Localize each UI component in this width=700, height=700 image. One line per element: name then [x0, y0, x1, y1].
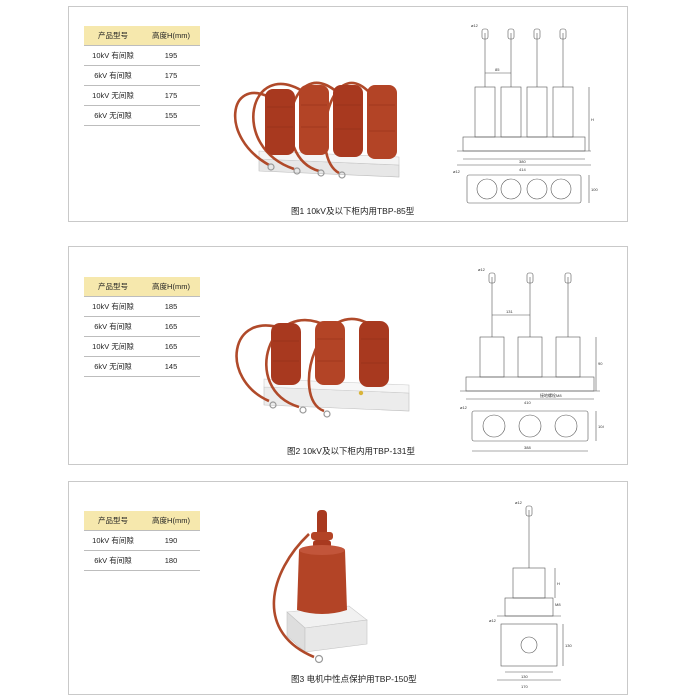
dim-label-plan-diameter: ø12: [460, 405, 468, 410]
dim-label-plan-depth: 100: [591, 187, 598, 192]
ground-bolt-note: 接地螺栓M8: [540, 392, 562, 398]
dim-label-pitch: 131: [506, 309, 513, 314]
column-header-model: 产品型号: [84, 511, 142, 531]
dim-label-base: 410: [524, 400, 531, 405]
table-row: 10kV 有间隙 195: [84, 45, 200, 66]
cell-model: 10kV 无间隙: [84, 85, 142, 106]
dim-label-plan-depth: 130: [565, 643, 572, 648]
table-row: 6kV 无间隙 145: [84, 356, 200, 377]
table-row: 10kV 有间隙 190: [84, 530, 200, 551]
dim-label-height: H: [591, 117, 594, 122]
table-header-row: 产品型号 高度H(mm): [84, 511, 200, 531]
cell-model: 10kV 有间隙: [84, 45, 142, 66]
column-header-model: 产品型号: [84, 26, 142, 46]
dim-label-base-inner: 380: [519, 159, 526, 164]
cell-model: 6kV 有间隙: [84, 65, 142, 86]
cell-height: 185: [142, 296, 200, 317]
cell-model: 6kV 有间隙: [84, 550, 142, 571]
dim-label-diameter: ø12: [478, 267, 486, 272]
table-header-row: 产品型号 高度H(mm): [84, 277, 200, 297]
spec-table: 产品型号 高度H(mm) 10kV 有间隙 195 6kV 有间隙 175 10…: [84, 26, 200, 126]
table-row: 10kV 无间隙 165: [84, 336, 200, 357]
technical-drawing-tbp-150: ø12 H M8 ø12 130 130 170: [489, 500, 572, 689]
table-row: 6kV 有间隙 165: [84, 316, 200, 337]
table-row: 6kV 有间隙 180: [84, 550, 200, 571]
product-panel-tbp-150: 产品型号 高度H(mm) 10kV 有间隙 190 6kV 有间隙 180: [68, 481, 628, 695]
cell-height: 175: [142, 85, 200, 106]
cell-height: 190: [142, 530, 200, 551]
product-panel-tbp-131: 产品型号 高度H(mm) 10kV 有间隙 185 6kV 有间隙 165 10…: [68, 246, 628, 465]
table-row: 10kV 有间隙 185: [84, 296, 200, 317]
dim-label-diameter: ø12: [515, 500, 523, 505]
technical-drawing-tbp-131: ø12 131 90 接地螺栓M8 410 ø12 104 388: [460, 267, 604, 452]
cell-model: 10kV 有间隙: [84, 296, 142, 317]
product-panel-tbp-85: 产品型号 高度H(mm) 10kV 有间隙 195 6kV 有间隙 175 10…: [68, 6, 628, 222]
bolt-note: M8: [555, 602, 561, 607]
dim-label-diameter: ø12: [471, 23, 479, 28]
dim-label-height: H: [557, 581, 560, 586]
cell-model: 6kV 无间隙: [84, 356, 142, 377]
column-header-height: 高度H(mm): [142, 511, 200, 531]
cell-model: 6kV 有间隙: [84, 316, 142, 337]
dim-label-pitch: 85: [495, 67, 500, 72]
figure-caption: 图3 电机中性点保护用TBP-150型: [291, 674, 417, 684]
cell-height: 165: [142, 316, 200, 337]
column-header-height: 高度H(mm): [142, 277, 200, 297]
figure-caption: 图2 10kV及以下柜内用TBP-131型: [287, 446, 416, 456]
table-row: 6kV 有间隙 175: [84, 65, 200, 86]
cell-model: 10kV 无间隙: [84, 336, 142, 357]
dim-label-plan-outer-width: 170: [521, 684, 528, 689]
spec-table: 产品型号 高度H(mm) 10kV 有间隙 190 6kV 有间隙 180: [84, 511, 200, 571]
spec-table: 产品型号 高度H(mm) 10kV 有间隙 185 6kV 有间隙 165 10…: [84, 277, 200, 377]
dim-label-height: 90: [598, 361, 603, 366]
dim-label-plan-diameter: ø12: [453, 169, 461, 174]
cell-height: 175: [142, 65, 200, 86]
dim-label-base-outer: 414: [519, 167, 526, 172]
product-photo-tbp-131: [235, 317, 410, 418]
table-row: 6kV 无间隙 155: [84, 105, 200, 126]
column-header-model: 产品型号: [84, 277, 142, 297]
cell-height: 180: [142, 550, 200, 571]
cell-height: 145: [142, 356, 200, 377]
column-header-height: 高度H(mm): [142, 26, 200, 46]
table-row: 10kV 无间隙 175: [84, 85, 200, 106]
dim-label-plan-inner-width: 130: [521, 674, 528, 679]
cell-model: 6kV 无间隙: [84, 105, 142, 126]
cell-height: 195: [142, 45, 200, 66]
cell-height: 165: [142, 336, 200, 357]
cell-height: 155: [142, 105, 200, 126]
dim-label-plan-depth: 104: [598, 424, 604, 429]
product-photo-tbp-85: [233, 81, 400, 179]
product-photo-tbp-150: [272, 510, 368, 664]
figure-caption: 图1 10kV及以下柜内用TBP-85型: [291, 206, 415, 216]
cell-model: 10kV 有间隙: [84, 530, 142, 551]
technical-drawing-tbp-85: ø12 85 H 380 414 ø12 100: [453, 23, 598, 204]
table-header-row: 产品型号 高度H(mm): [84, 26, 200, 46]
dim-label-plan-diameter: ø12: [489, 618, 497, 623]
dim-label-plan-width: 388: [524, 445, 531, 450]
